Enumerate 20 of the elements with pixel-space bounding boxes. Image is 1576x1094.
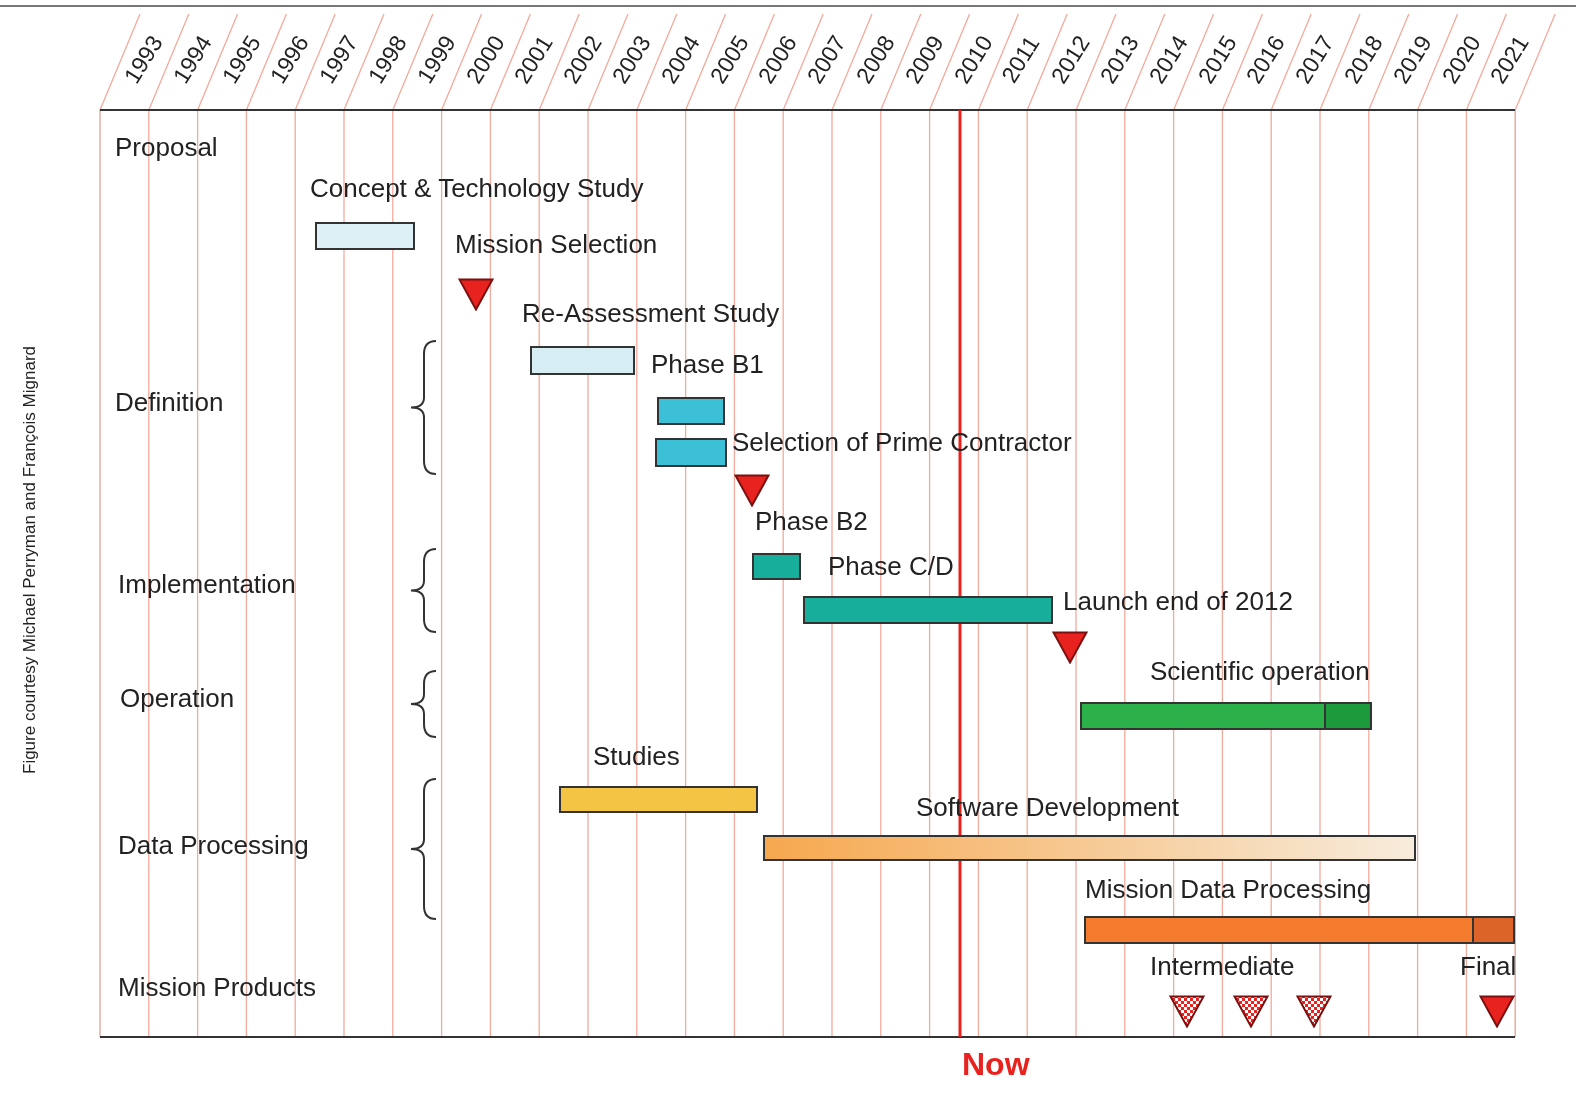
bar-label: Mission Data Processing	[1085, 873, 1372, 905]
bar-label: Studies	[593, 740, 680, 772]
bar-label: Phase B2	[755, 505, 868, 537]
row-heading: Proposal	[115, 131, 218, 163]
bar-label: Scientific operation	[1150, 655, 1370, 687]
milestone-label: Intermediate	[1150, 950, 1295, 982]
milestone-label: Final	[1460, 950, 1517, 982]
bar-label: Concept & Technology Study	[310, 172, 644, 204]
now-label: Now	[962, 1046, 1030, 1082]
row-heading: Mission Products	[118, 971, 316, 1003]
bar-label: Phase B1	[651, 348, 764, 380]
milestone-label: Launch end of 2012	[1063, 585, 1293, 617]
row-heading: Data Processing	[118, 829, 309, 861]
milestone-label: Mission Selection	[455, 228, 658, 260]
row-heading: Implementation	[118, 568, 296, 600]
row-heading: Definition	[115, 386, 224, 418]
credit-note: Figure courtesy Michael Perryman and François Mignard	[20, 346, 40, 774]
bar-label: Phase C/D	[828, 550, 954, 582]
row-heading: Operation	[120, 682, 235, 714]
bar-label: Re-Assessment Study	[522, 297, 780, 329]
